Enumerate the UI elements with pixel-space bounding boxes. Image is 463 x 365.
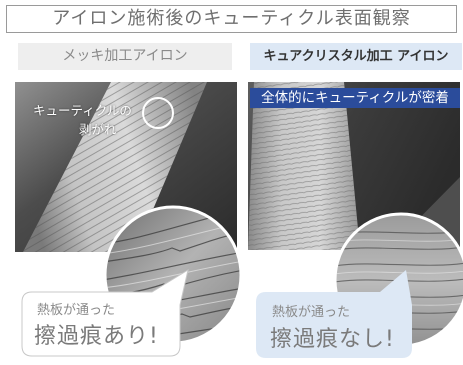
right-column-header: キュアクリスタル加工 アイロン (250, 43, 462, 70)
annotation-line1: キューティクルの (33, 103, 132, 118)
bubble-shape (21, 268, 189, 357)
cuticle-texture (248, 82, 360, 250)
right-bubble-result: 擦過痕なし! (270, 327, 395, 352)
right-banner: 全体的にキューティクルが密着 (250, 88, 460, 108)
right-speech-bubble (256, 270, 412, 358)
left-speech-bubble (21, 268, 189, 357)
left-bubble-result: 擦過痕あり! (34, 324, 159, 349)
annotation-line2: 剥がれ (79, 122, 117, 137)
left-bubble-caption: 熱板が通った (37, 303, 116, 318)
page-title: アイロン施術後のキューティクル表面観察 (6, 5, 457, 33)
bubble-shape (256, 270, 412, 358)
peeling-highlight-circle (142, 97, 174, 129)
left-column-header: メッキ加工アイロン (18, 43, 232, 70)
right-bubble-caption: 熱板が通った (272, 305, 351, 320)
left-sem-photo (15, 82, 237, 252)
cuticle-texture (23, 82, 207, 252)
